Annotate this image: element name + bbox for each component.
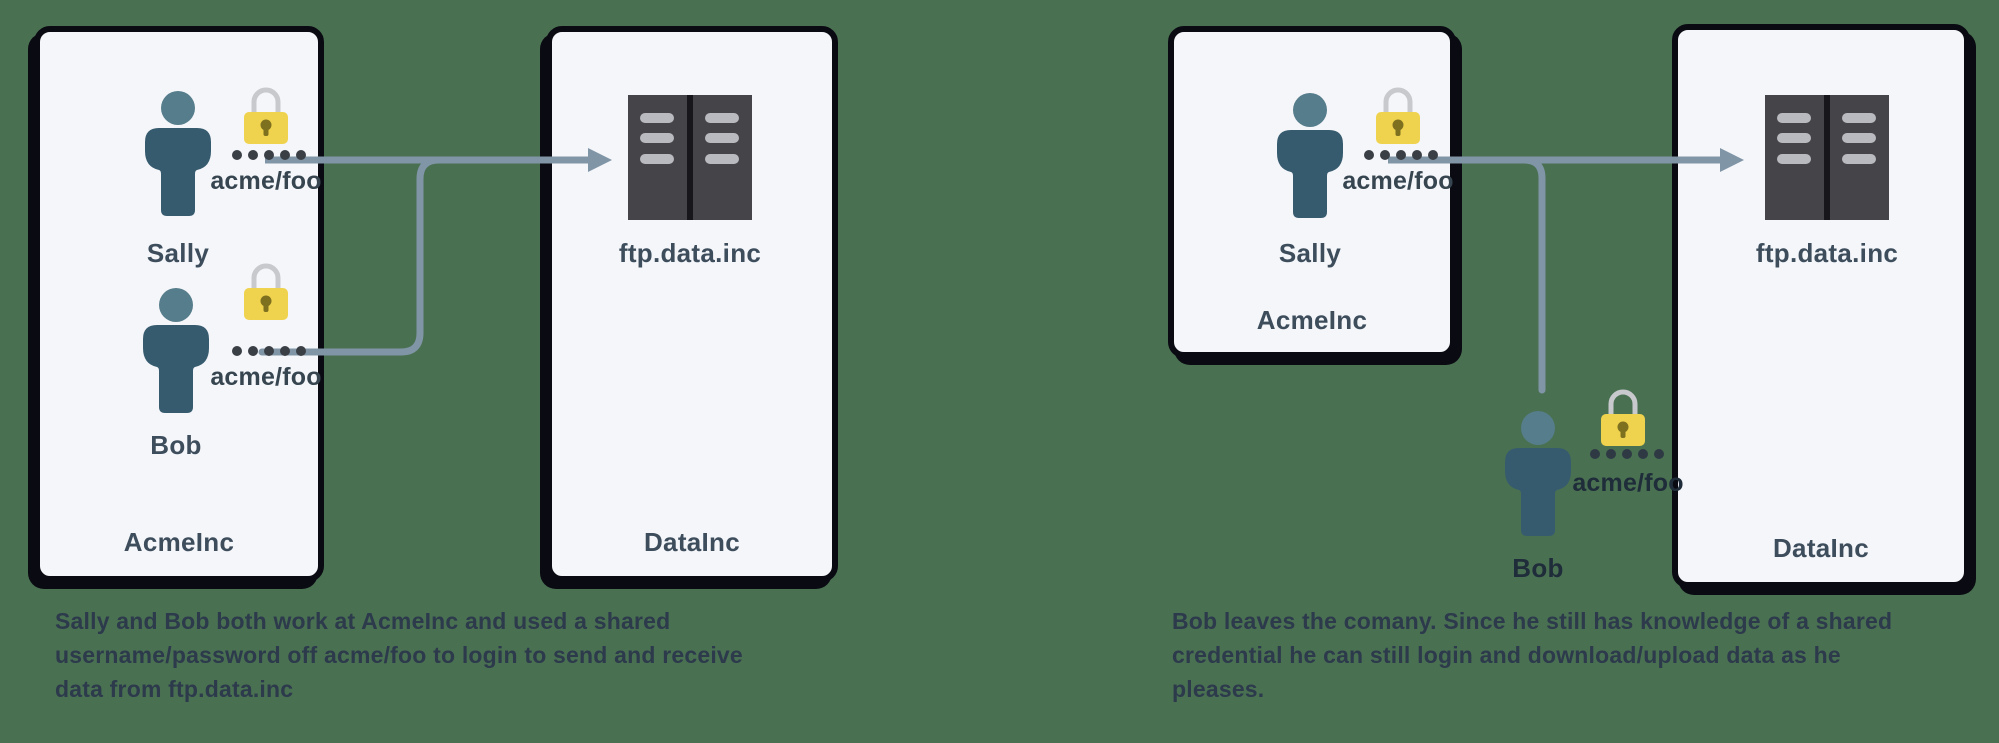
bob-name-label-left: Bob	[150, 430, 202, 460]
password-dots-icon-bob-right	[1590, 449, 1664, 459]
bob-name-label-right: Bob	[1512, 553, 1564, 583]
credential-label-sally-right: acme/foo	[1342, 167, 1454, 195]
right-acmeinc-panel-label: AcmeInc	[1256, 305, 1368, 335]
right-caption-line-3: pleases.	[1172, 676, 1265, 702]
right-caption-line-2: credential he can still login and downlo…	[1172, 642, 1841, 668]
right-caption-line-1: Bob leaves the comany. Since he still ha…	[1172, 608, 1893, 634]
credential-label-bob-left: acme/foo	[210, 363, 322, 391]
server-hostname-label-left: ftp.data.inc	[618, 238, 762, 268]
lock-icon-sally-left	[244, 87, 288, 144]
person-icon-sally-right	[1277, 93, 1343, 218]
sally-name-label-left: Sally	[146, 238, 210, 268]
left-caption-line-3: data from ftp.data.inc	[55, 676, 294, 702]
left-caption: Sally and Bob both work at AcmeInc and u…	[55, 604, 743, 706]
server-hostname-label-right: ftp.data.inc	[1755, 238, 1899, 268]
lock-icon-bob-left	[244, 263, 288, 320]
credential-label-bob-right: acme/foo	[1572, 469, 1684, 497]
password-dots-icon-bob-left	[232, 346, 306, 356]
server-icon-right	[1765, 95, 1889, 220]
lock-icon-bob-right	[1601, 389, 1645, 446]
password-dots-icon-sally-right	[1364, 150, 1438, 160]
right-caption: Bob leaves the comany. Since he still ha…	[1172, 604, 1892, 706]
right-datainc-panel-label: DataInc	[1772, 533, 1870, 563]
left-datainc-panel-label: DataInc	[643, 527, 741, 557]
credential-label-sally-left: acme/foo	[210, 167, 322, 195]
left-arrowhead-icon	[588, 148, 612, 172]
left-caption-line-2: username/password off acme/foo to login …	[55, 642, 743, 668]
password-dots-icon-sally-left	[232, 150, 306, 160]
server-icon-left	[628, 95, 752, 220]
right-arrowhead-icon	[1720, 148, 1744, 172]
left-bob-arrow-line	[258, 156, 443, 356]
left-caption-line-1: Sally and Bob both work at AcmeInc and u…	[55, 608, 671, 634]
right-bob-branch-line	[1520, 156, 1546, 394]
left-acmeinc-panel-label: AcmeInc	[123, 527, 235, 557]
person-icon-bob-left	[143, 288, 209, 413]
person-icon-sally-left	[145, 91, 211, 216]
sally-name-label-right: Sally	[1278, 238, 1342, 268]
lock-icon-sally-right	[1376, 87, 1420, 144]
person-icon-bob-right	[1505, 411, 1571, 536]
